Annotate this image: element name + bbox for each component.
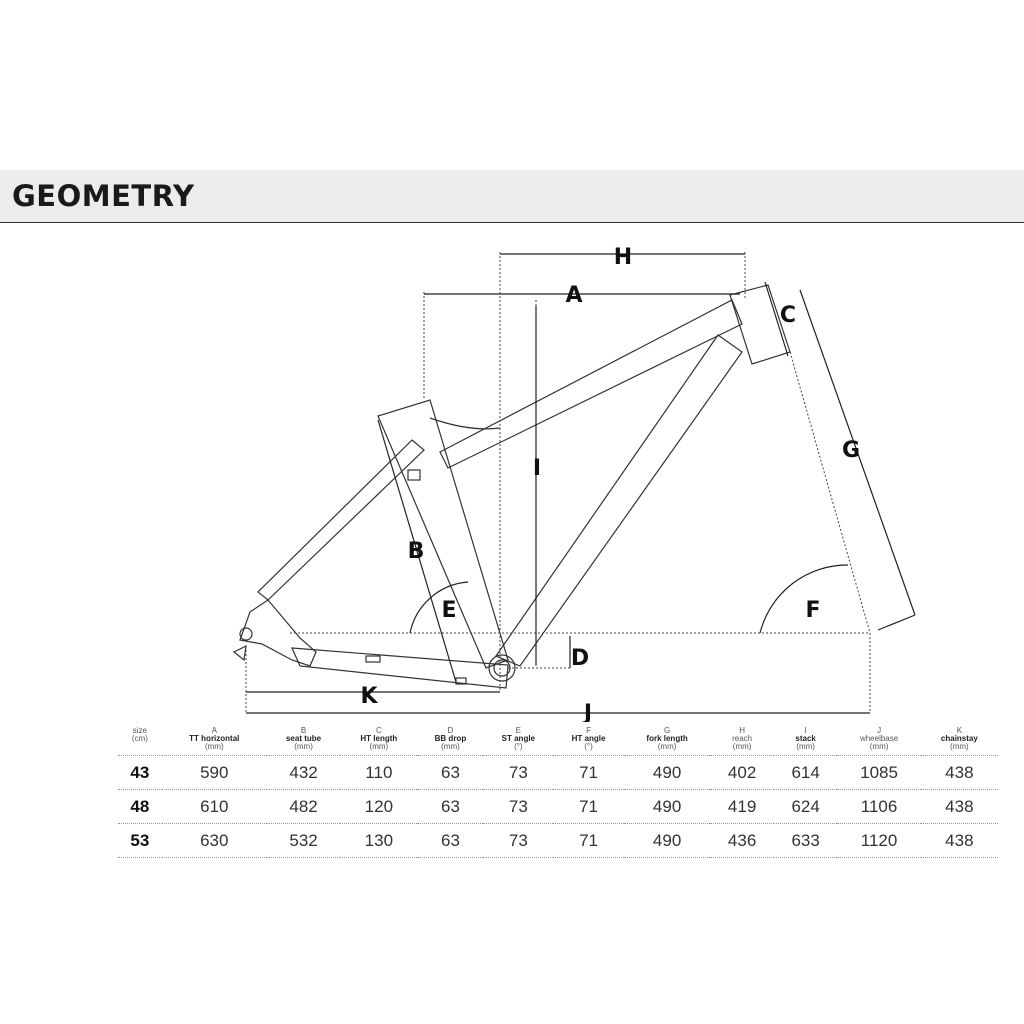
table-cell: 71 (553, 823, 624, 858)
label-G: G (842, 438, 860, 463)
dimension-arrows (246, 253, 916, 714)
table-cell: 630 (161, 823, 267, 858)
size-cell: 43 (118, 755, 162, 790)
label-F: F (805, 598, 820, 623)
label-I: I (533, 456, 541, 481)
table-cell: 490 (623, 755, 711, 790)
table-cell: 110 (340, 755, 418, 790)
label-B: B (408, 539, 425, 564)
table-cell: 610 (161, 789, 267, 824)
section-title: GEOMETRY (12, 179, 195, 213)
label-C: C (780, 303, 796, 328)
table-cell: 432 (266, 755, 341, 790)
table-cell: 419 (710, 789, 774, 824)
table-cell: 73 (483, 755, 554, 790)
table-cell: 73 (483, 789, 554, 824)
table-cell: 490 (623, 823, 711, 858)
table-cell: 590 (161, 755, 267, 790)
frame-outline (232, 284, 791, 689)
table-cell: 438 (920, 823, 998, 858)
label-A: A (565, 283, 582, 308)
table-cell: 532 (266, 823, 341, 858)
table-cell: 1085 (837, 755, 921, 790)
table-cell: 1120 (837, 823, 921, 858)
table-cell: 120 (340, 789, 418, 824)
size-cell: 48 (118, 789, 162, 824)
size-cell: 53 (118, 823, 162, 858)
table-row: 43 590 432 110 63 73 71 490 402 614 1085… (118, 755, 998, 790)
label-H: H (614, 245, 632, 270)
table-cell: 490 (623, 789, 711, 824)
table-cell: 63 (417, 755, 484, 790)
label-K: K (360, 684, 378, 709)
table-cell: 71 (553, 789, 624, 824)
table-cell: 402 (710, 755, 774, 790)
table-row: 48 610 482 120 63 73 71 490 419 624 1106… (118, 789, 998, 824)
label-D: D (571, 646, 589, 671)
dimension-guides (245, 252, 871, 712)
table-cell: 1106 (837, 789, 921, 824)
table-row: 53 630 532 130 63 73 71 490 436 633 1120… (118, 823, 998, 858)
table-cell: 436 (710, 823, 774, 858)
col-header-size: size(cm) (131, 726, 148, 743)
table-cell: 438 (920, 755, 998, 790)
table-cell: 63 (417, 789, 484, 824)
section-header: GEOMETRY (0, 170, 1024, 223)
table-cell: 624 (773, 789, 838, 824)
table-cell: 63 (417, 823, 484, 858)
table-cell: 482 (266, 789, 341, 824)
table-cell: 73 (483, 823, 554, 858)
table-cell: 130 (340, 823, 418, 858)
table-cell: 633 (773, 823, 838, 858)
dimension-letters: H A C G I B E F D K J (360, 245, 860, 722)
table-cell: 438 (920, 789, 998, 824)
label-E: E (441, 598, 456, 623)
table-cell: 614 (773, 755, 838, 790)
table-cell: 71 (553, 755, 624, 790)
label-J: J (582, 701, 592, 722)
frame-geometry-diagram: H A C G I B E F D K J (232, 245, 916, 722)
